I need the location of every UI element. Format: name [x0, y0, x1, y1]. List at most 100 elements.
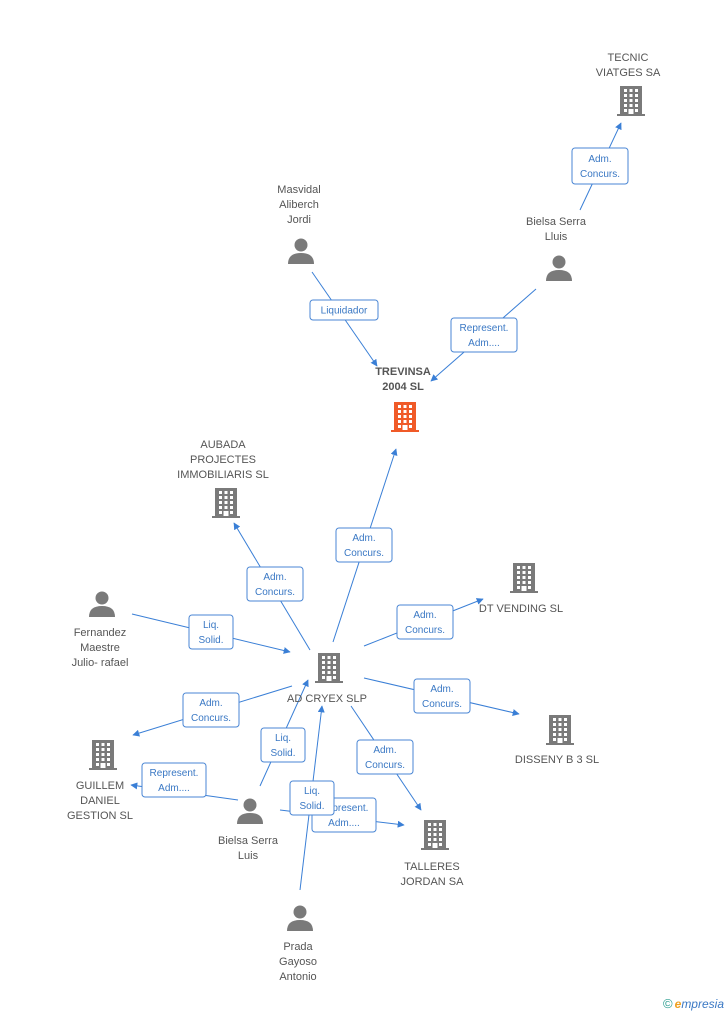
person-icon-prada[interactable]	[287, 905, 313, 932]
edge-label-text: Concurs.	[191, 713, 231, 724]
edge-label-e_adcryex_talleres[interactable]: Adm.Concurs.	[356, 739, 414, 775]
node-label-prada[interactable]: Prada	[283, 941, 313, 953]
company-icon-ad_cryex[interactable]	[315, 653, 343, 683]
edge-label-e_lluis_trevinsa[interactable]: Represent.Adm....	[450, 317, 518, 353]
company-icon-aubada[interactable]	[212, 488, 240, 518]
node-label-guillem[interactable]: GUILLEM	[76, 780, 124, 792]
building-base	[315, 681, 343, 683]
building-window	[558, 723, 562, 726]
building-base	[546, 743, 574, 745]
node-label-ad_cryex[interactable]: AD CRYEX SLP	[287, 693, 367, 705]
building-window	[107, 758, 110, 761]
main-company-icon-trevinsa[interactable]	[391, 402, 419, 432]
building-window	[433, 833, 437, 836]
building-window	[635, 109, 638, 112]
building-window	[624, 94, 627, 97]
edge-label-text: Adm.	[199, 698, 222, 709]
edge-label-box	[260, 727, 306, 763]
building-window	[564, 723, 567, 726]
node-label-aubada[interactable]: IMMOBILIARIS SL	[177, 469, 269, 481]
node-label-aubada[interactable]: PROJECTES	[190, 454, 256, 466]
edge-label-text: Adm.	[413, 610, 436, 621]
building-window	[403, 410, 407, 413]
node-label-bielsa_luis[interactable]: Luis	[238, 850, 259, 862]
person-head	[293, 905, 307, 919]
edge-label-box	[396, 604, 454, 640]
footer-brand[interactable]: ©empresia	[663, 996, 724, 1011]
edge-label-e_lluis_tecnic[interactable]: Adm.Concurs.	[571, 147, 629, 185]
node-label-guillem[interactable]: GESTION SL	[67, 810, 133, 822]
node-label-aubada[interactable]: AUBADA	[200, 439, 246, 451]
edge-label-e_adcryex_aubada[interactable]: Adm.Concurs.	[246, 566, 304, 602]
edge-label-e_fernandez_adcryex[interactable]: Liq.Solid.	[188, 614, 234, 650]
building-window	[409, 415, 412, 418]
node-label-tecnic[interactable]: VIATGES SA	[596, 67, 661, 79]
node-label-bielsa_luis[interactable]: Bielsa Serra	[218, 835, 279, 847]
building-window	[327, 666, 331, 669]
node-label-dt_vending[interactable]: DT VENDING SL	[479, 603, 563, 615]
edge-label-e_luis_adcryex[interactable]: Liq.Solid.	[260, 727, 306, 763]
edge-label-e_masvidal_trevinsa[interactable]: Liquidador	[309, 299, 379, 321]
building-window	[522, 581, 526, 584]
node-label-tecnic[interactable]: TECNIC	[608, 52, 649, 64]
building-window	[101, 753, 105, 756]
node-label-masvidal[interactable]: Masvidal	[277, 184, 320, 196]
building-window	[219, 506, 222, 509]
node-label-bielsa_lluis[interactable]: Lluis	[545, 231, 568, 243]
node-label-fernandez[interactable]: Julio- rafael	[72, 657, 129, 669]
edge-label-box	[289, 780, 335, 816]
node-label-fernandez[interactable]: Maestre	[80, 642, 120, 654]
company-icon-guillem[interactable]	[89, 740, 117, 770]
building-door	[432, 843, 438, 848]
edge-label-e_adcryex_guillem[interactable]: Adm. Concurs.	[182, 692, 240, 728]
edge-label-e_prada_adcryex[interactable]: Liq.Solid.	[289, 780, 335, 816]
node-label-fernandez[interactable]: Fernandez	[74, 627, 127, 639]
edge-label-box	[335, 527, 393, 563]
company-icon-disseny[interactable]	[546, 715, 574, 745]
edge-label-text: Concurs.	[422, 699, 462, 710]
node-label-disseny[interactable]: DISSENY B 3 SL	[515, 754, 599, 766]
edge-label-box	[182, 692, 240, 728]
company-icon-dt_vending[interactable]	[510, 563, 538, 593]
building-window	[403, 405, 407, 408]
person-icon-bielsa_lluis[interactable]	[546, 255, 572, 282]
person-icon-masvidal[interactable]	[288, 238, 314, 265]
node-label-talleres[interactable]: TALLERES	[404, 861, 459, 873]
building-door	[223, 511, 229, 516]
company-icon-talleres[interactable]	[421, 820, 449, 850]
edge-label-text: Adm....	[468, 338, 500, 349]
building-window	[553, 718, 556, 721]
building-window	[428, 843, 431, 846]
node-label-trevinsa[interactable]: TREVINSA	[375, 366, 431, 378]
edge-label-box	[141, 762, 207, 798]
building-window	[635, 99, 638, 102]
building-window	[624, 99, 627, 102]
edge-label-text: Concurs.	[405, 625, 445, 636]
node-label-guillem[interactable]: DANIEL	[80, 795, 120, 807]
building-door	[557, 738, 563, 743]
node-label-masvidal[interactable]: Aliberch	[279, 199, 319, 211]
building-window	[224, 501, 228, 504]
building-window	[553, 723, 556, 726]
building-window	[517, 581, 520, 584]
person-icon-bielsa_luis[interactable]	[237, 798, 263, 825]
edge-label-e_adcryex_disseny[interactable]: Adm.Concurs.	[413, 678, 471, 714]
edge-label-e_adcryex_trevinsa[interactable]: Adm.Concurs.	[335, 527, 393, 563]
edge-label-text: Adm.	[588, 154, 611, 165]
node-label-masvidal[interactable]: Jordi	[287, 214, 311, 226]
node-label-prada[interactable]: Gayoso	[279, 956, 317, 968]
node-label-bielsa_lluis[interactable]: Bielsa Serra	[526, 216, 587, 228]
edge-label-e_luis_guillem[interactable]: Represent.Adm....	[141, 762, 207, 798]
company-icon-tecnic[interactable]	[617, 86, 645, 116]
building-window	[439, 838, 442, 841]
building-window	[322, 676, 325, 679]
building-window	[224, 491, 228, 494]
building-window	[629, 94, 633, 97]
building-window	[564, 738, 567, 741]
node-label-talleres[interactable]: JORDAN SA	[401, 876, 465, 888]
edge-label-e_adcryex_dtvending[interactable]: Adm. Concurs.	[396, 604, 454, 640]
building-window	[224, 496, 228, 499]
node-label-trevinsa[interactable]: 2004 SL	[382, 381, 424, 393]
person-icon-fernandez[interactable]	[89, 591, 115, 618]
node-label-prada[interactable]: Antonio	[279, 971, 316, 983]
